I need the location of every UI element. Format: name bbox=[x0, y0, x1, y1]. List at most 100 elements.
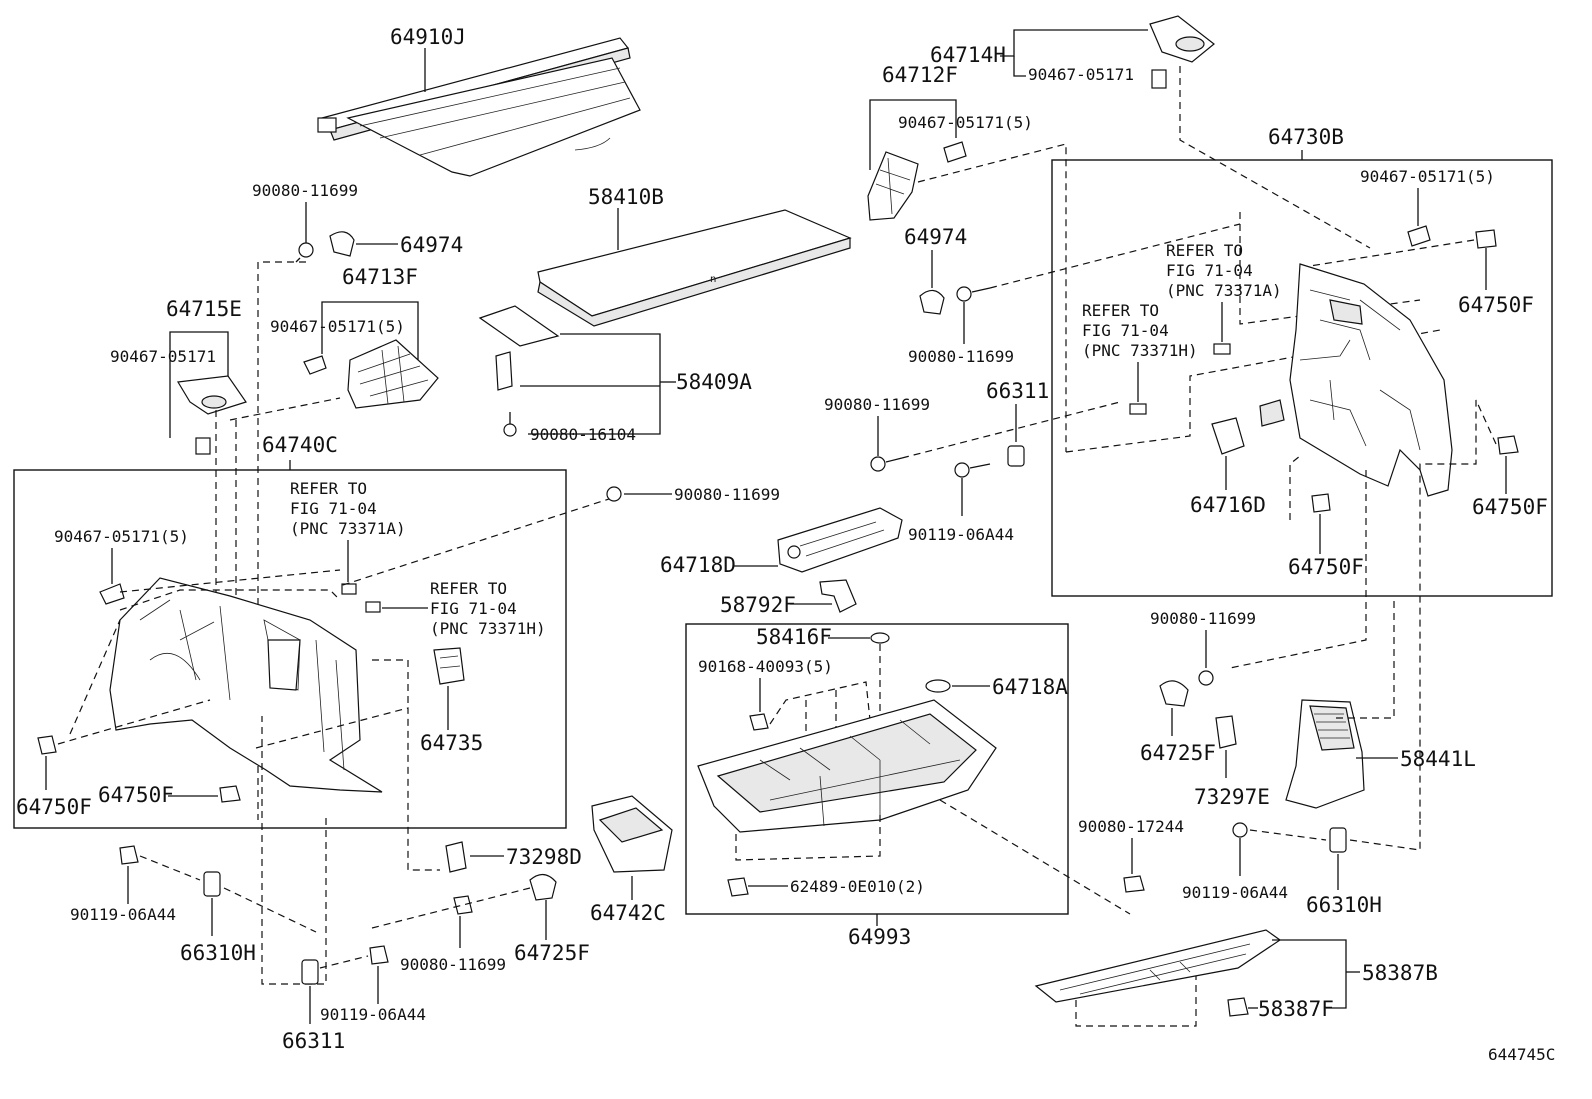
cup-holder-64715E bbox=[177, 375, 247, 415]
label-64742C: 64742C bbox=[590, 901, 666, 925]
label-64750F-c: 64750F bbox=[1458, 293, 1534, 317]
label-64740C: 64740C bbox=[262, 433, 338, 457]
bolt-icon bbox=[1475, 229, 1497, 249]
label-64718A: 64718A bbox=[992, 675, 1068, 699]
clip-66310H bbox=[203, 871, 221, 897]
label-66311-a: 66311 bbox=[282, 1029, 345, 1053]
clip-64974 bbox=[919, 289, 945, 315]
refer-note-right-a-line3: (PNC 73371A) bbox=[1166, 281, 1282, 300]
label-90080-16104: 90080-16104 bbox=[530, 425, 636, 444]
label-90080-11699-f: 90080-11699 bbox=[1150, 609, 1256, 628]
label-66311-b: 66311 bbox=[986, 379, 1049, 403]
bolt-icon bbox=[954, 462, 991, 478]
label-64712F: 64712F bbox=[882, 63, 958, 87]
bolt-icon bbox=[295, 242, 314, 263]
label-64974-a: 64974 bbox=[400, 233, 463, 257]
label-64713F: 64713F bbox=[342, 265, 418, 289]
clip-64725F bbox=[1159, 680, 1189, 707]
label-90119-06A44-a: 90119-06A44 bbox=[70, 905, 176, 924]
label-90080-11699-d: 90080-11699 bbox=[908, 347, 1014, 366]
cup-holder-64714H bbox=[1149, 15, 1215, 63]
bolt-icon bbox=[1227, 997, 1249, 1017]
label-64716D: 64716D bbox=[1190, 493, 1266, 517]
label-90119-06A44-d: 90119-06A44 bbox=[1182, 883, 1288, 902]
label-58792F: 58792F bbox=[720, 593, 796, 617]
clip-icon bbox=[365, 601, 381, 613]
clip-66311 bbox=[301, 959, 319, 985]
bolt-icon bbox=[606, 486, 622, 502]
bracket-64712F bbox=[867, 151, 919, 221]
label-58416F: 58416F bbox=[756, 625, 832, 649]
label-64750F-e: 64750F bbox=[1472, 495, 1548, 519]
label-64750F-a: 64750F bbox=[16, 795, 92, 819]
diagram-id: 644745C bbox=[1488, 1045, 1555, 1064]
label-64730B: 64730B bbox=[1268, 125, 1344, 149]
refer-note-left-h-line2: FIG 71-04 bbox=[430, 599, 517, 618]
clip-icon bbox=[1129, 403, 1147, 415]
label-64974-b: 64974 bbox=[904, 225, 967, 249]
label-58387B: 58387B bbox=[1362, 961, 1438, 985]
label-90467-05171-a: 90467-05171 bbox=[110, 347, 216, 366]
grille-58441L bbox=[1285, 699, 1365, 809]
storage-tray-64993 bbox=[697, 699, 997, 833]
label-64910J: 64910J bbox=[390, 25, 466, 49]
label-64725F-b: 64725F bbox=[1140, 741, 1216, 765]
bolt-icon bbox=[870, 456, 903, 472]
bolt-icon bbox=[1232, 822, 1248, 838]
bolt-icon bbox=[369, 945, 389, 965]
label-64993: 64993 bbox=[848, 925, 911, 949]
label-64714H: 64714H bbox=[930, 43, 1006, 67]
bolt-icon bbox=[1497, 435, 1519, 455]
cover-64716D bbox=[1211, 417, 1245, 455]
clip-icon bbox=[341, 583, 357, 595]
bolt-icon bbox=[727, 877, 749, 897]
label-90467-05171-5-c: 90467-05171(5) bbox=[898, 113, 1033, 132]
scuff-plate-58387B bbox=[1034, 929, 1282, 1003]
refer-note-left-h-line3: (PNC 73371H) bbox=[430, 619, 546, 638]
label-66310H-b: 66310H bbox=[1306, 893, 1382, 917]
label-90080-11699-a: 90080-11699 bbox=[252, 181, 358, 200]
deck-board-58410B: n bbox=[537, 209, 852, 327]
label-73297E: 73297E bbox=[1194, 785, 1270, 809]
bracket-64713F bbox=[347, 339, 439, 409]
bolt-icon bbox=[956, 286, 991, 302]
left-quarter-trim-64740C bbox=[109, 577, 383, 793]
clip-icon bbox=[99, 583, 125, 605]
refer-note-left-a-line3: (PNC 73371A) bbox=[290, 519, 406, 538]
label-58409A: 58409A bbox=[676, 370, 752, 394]
label-90119-06A44-b: 90119-06A44 bbox=[320, 1005, 426, 1024]
bolt-icon bbox=[1123, 875, 1145, 893]
tonneau-cover-64910J bbox=[317, 37, 641, 177]
refer-note-left-a-line2: FIG 71-04 bbox=[290, 499, 377, 518]
label-90467-05171-5-a: 90467-05171(5) bbox=[270, 317, 405, 336]
clip-icon bbox=[1213, 343, 1231, 355]
bolt-icon bbox=[37, 735, 57, 755]
label-58387F: 58387F bbox=[1258, 997, 1334, 1021]
label-58441L: 58441L bbox=[1400, 747, 1476, 771]
storage-box-64742C bbox=[591, 795, 673, 873]
label-90467-05171-b: 90467-05171 bbox=[1028, 65, 1134, 84]
bolt-icon bbox=[503, 412, 517, 437]
bolt-icon bbox=[453, 895, 473, 915]
bracket-64735 bbox=[433, 647, 465, 685]
label-64718D: 64718D bbox=[660, 553, 736, 577]
bracket-58792F bbox=[819, 579, 857, 613]
label-90467-05171-5-b: 90467-05171(5) bbox=[54, 527, 189, 546]
right-quarter-trim-64730B bbox=[1259, 263, 1453, 497]
clip-66311 bbox=[1007, 445, 1025, 467]
clip-icon bbox=[1407, 225, 1431, 247]
label-90080-11699-c: 90080-11699 bbox=[400, 955, 506, 974]
svg-text:n: n bbox=[710, 274, 716, 285]
clip-icon bbox=[943, 141, 967, 163]
label-64725F-a: 64725F bbox=[514, 941, 590, 965]
refer-note-right-h-line2: FIG 71-04 bbox=[1082, 321, 1169, 340]
refer-note-right-a-line2: FIG 71-04 bbox=[1166, 261, 1253, 280]
clip-icon bbox=[303, 355, 327, 375]
bolt-icon bbox=[219, 785, 241, 803]
clip-icon bbox=[1151, 69, 1167, 89]
label-64750F-b: 64750F bbox=[98, 783, 174, 807]
refer-note-left-a-line1: REFER TO bbox=[290, 479, 367, 498]
label-58410B: 58410B bbox=[588, 185, 664, 209]
label-66310H-a: 66310H bbox=[180, 941, 256, 965]
